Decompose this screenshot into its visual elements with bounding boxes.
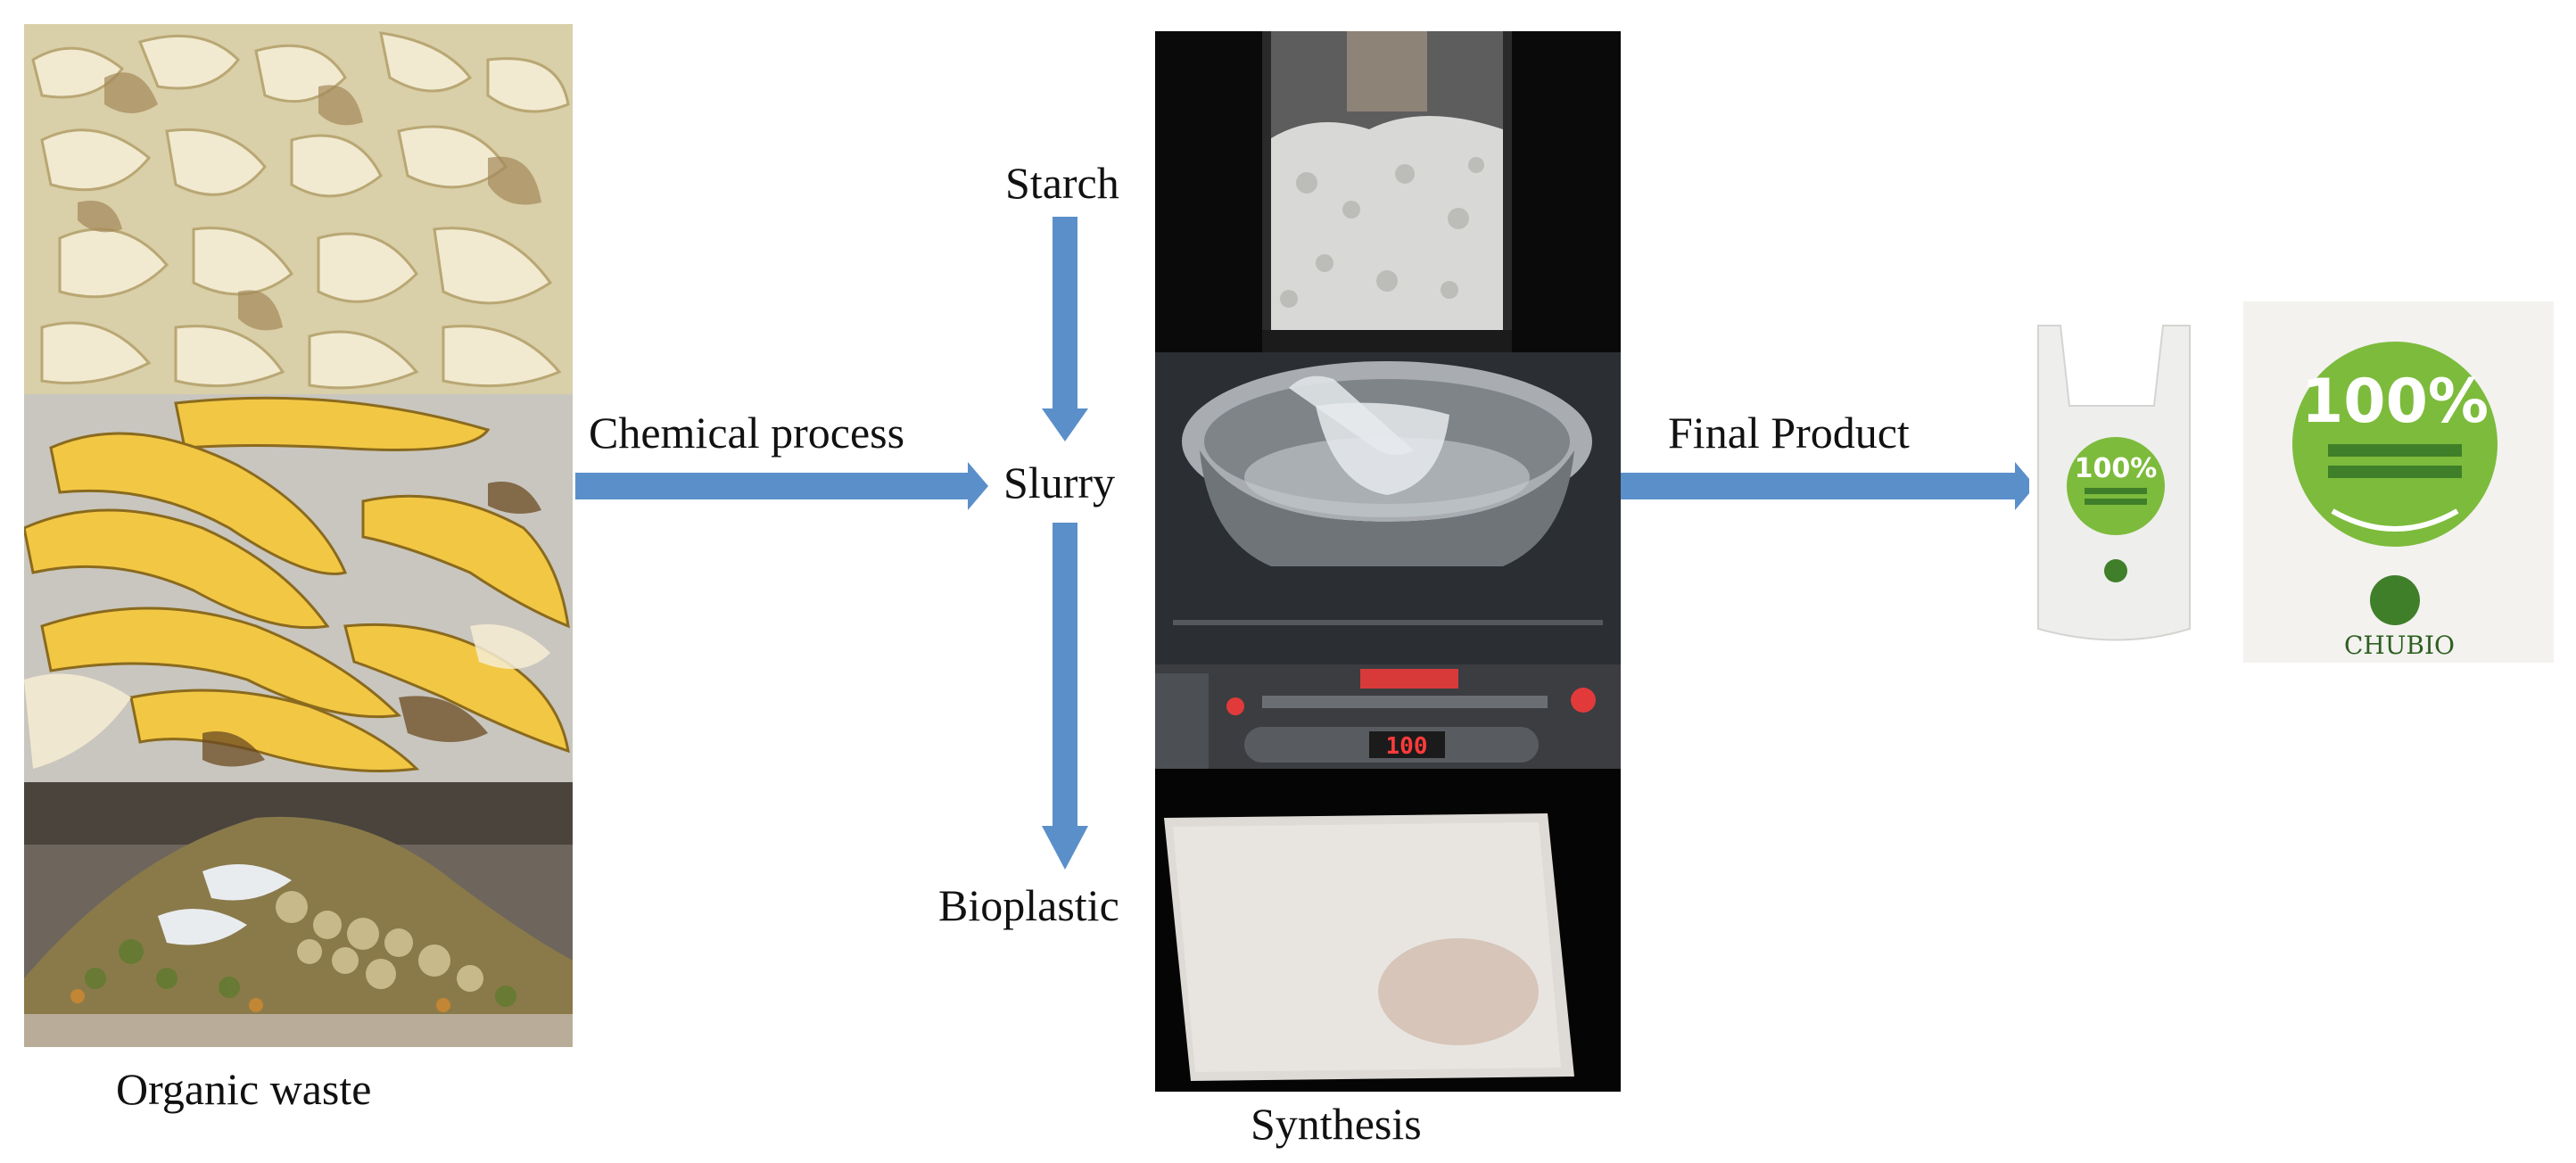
chemical-process-label: Chemical process	[589, 408, 905, 458]
large-bag-percent: 100%	[2301, 367, 2489, 437]
arrow-waste-to-slurry	[575, 462, 988, 510]
food-waste-pile-photo	[24, 782, 573, 1047]
bioplastic-sheet-photo	[1155, 769, 1621, 1092]
synthesis-label: Synthesis	[1251, 1099, 1422, 1149]
potato-peels-photo	[24, 24, 573, 394]
arrow-starch-to-slurry	[1042, 217, 1088, 441]
heating-pot-photo: 100	[1155, 352, 1621, 769]
arrow-synthesis-to-final-product	[1620, 462, 2035, 510]
starch-jar-photo	[1155, 31, 1621, 352]
organic-waste-label: Organic waste	[116, 1064, 372, 1114]
bioplastic-bag-small-photo: 100%	[2029, 308, 2199, 647]
bioplastic-label: Bioplastic	[938, 880, 1119, 930]
small-bag-percent: 100%	[2075, 453, 2158, 484]
starch-label: Starch	[1005, 158, 1119, 208]
arrow-slurry-to-bioplastic	[1042, 523, 1088, 870]
final-product-label: Final Product	[1668, 408, 1910, 458]
banana-peels-photo	[24, 394, 573, 782]
bioplastic-bag-large-photo: 100% CHUBIO	[2243, 301, 2554, 663]
stove-display: 100	[1386, 733, 1428, 760]
large-bag-brand: CHUBIO	[2344, 631, 2455, 660]
slurry-label: Slurry	[1003, 458, 1115, 507]
